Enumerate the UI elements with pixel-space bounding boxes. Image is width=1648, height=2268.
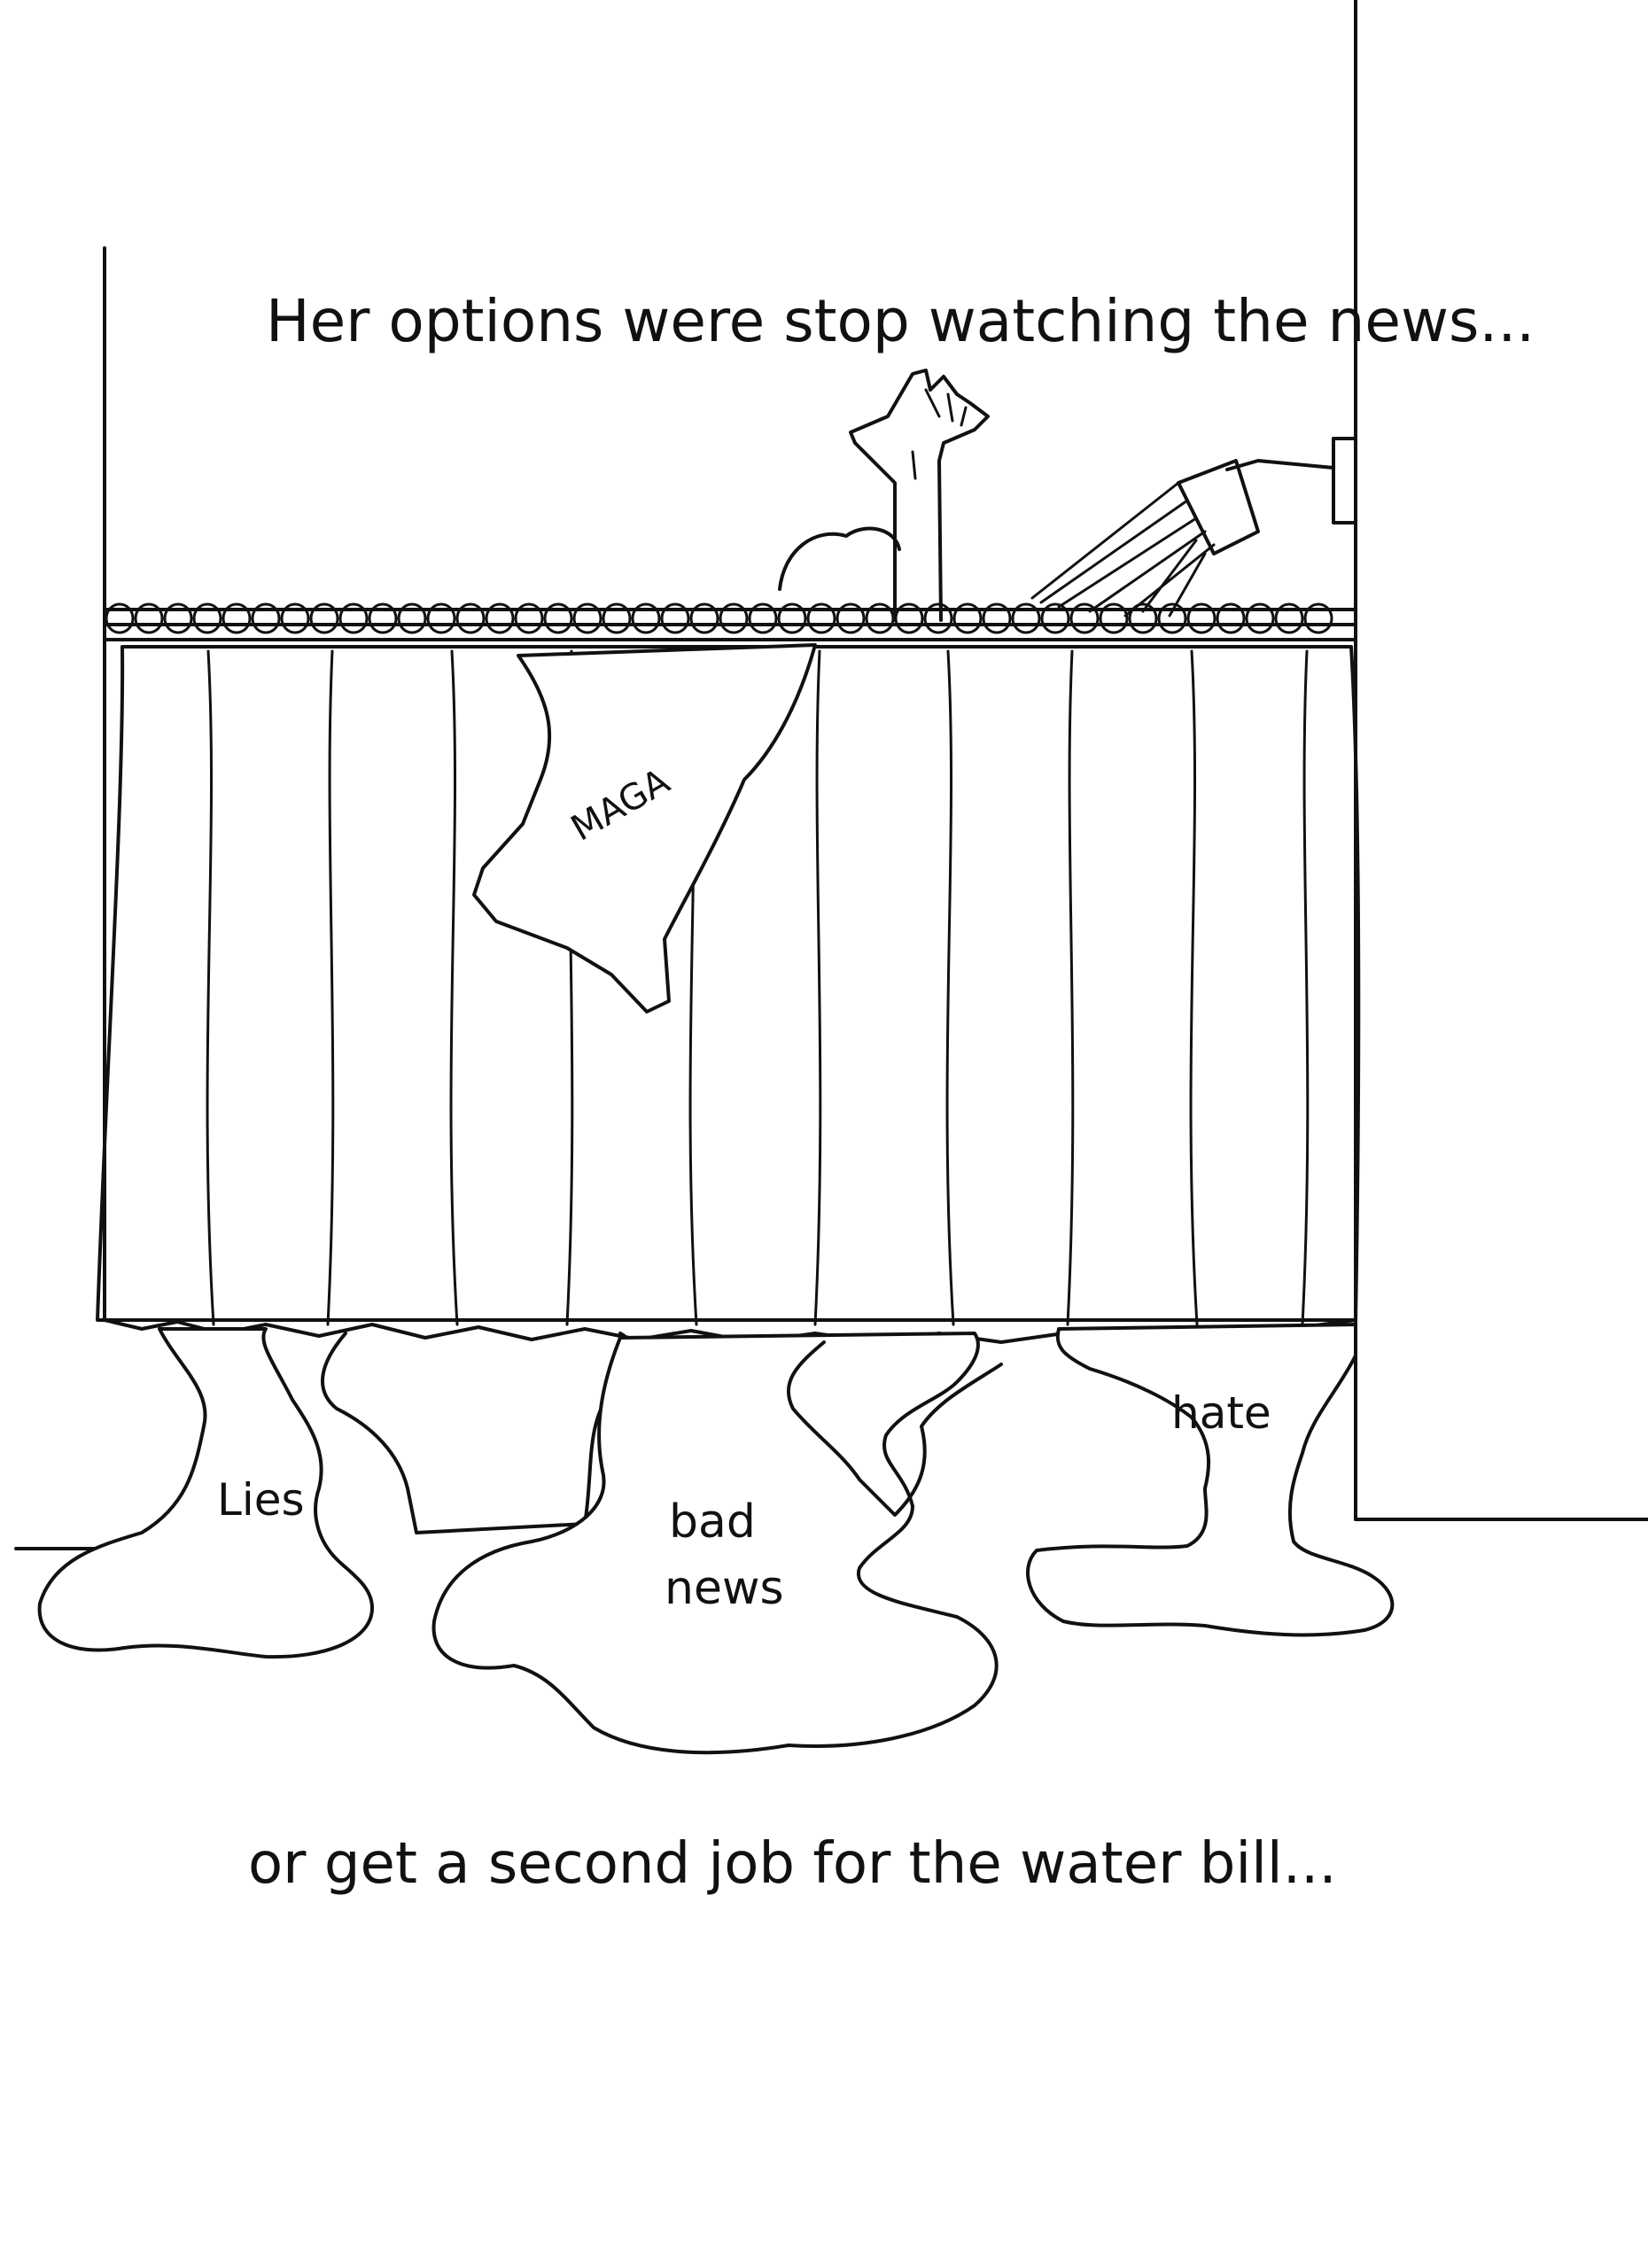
curtain-ring [1011, 602, 1041, 634]
label-lies: Lies [217, 1474, 305, 1526]
label-hate: hate [1171, 1387, 1271, 1439]
curtain-rod [103, 608, 1357, 641]
curtain-ring [1157, 602, 1187, 634]
curtain-ring [163, 602, 193, 634]
curtain-ring [1303, 602, 1333, 634]
curtain-stripe [813, 649, 822, 1326]
curtain-ring [514, 602, 544, 634]
curtain-ring [105, 602, 135, 634]
curtain-ring [631, 602, 661, 634]
curtain-ring [602, 602, 632, 634]
label-bad-news-line2: news [665, 1562, 784, 1615]
curtain-ring [222, 602, 252, 634]
curtain-stripe [945, 649, 955, 1326]
curtain-ring [485, 602, 515, 634]
water-stream-right [787, 1340, 1003, 1517]
curtain-ring [543, 602, 573, 634]
curtain-ring [1245, 602, 1275, 634]
curtain-ring [1186, 602, 1217, 634]
shower-head [1030, 437, 1357, 617]
curtain-ring [251, 602, 281, 634]
water-stream-middle [321, 1332, 634, 1534]
curtain-stripe [1066, 649, 1075, 1326]
curtain-ring [894, 602, 924, 634]
curtain-ring [280, 602, 310, 634]
puddle-hate [1026, 1323, 1395, 1637]
curtain-ring [572, 602, 602, 634]
curtain-ring [1069, 602, 1100, 634]
curtain-stripe [326, 649, 335, 1326]
curtain-ring [865, 602, 895, 634]
maga-towel [472, 643, 817, 1014]
curtain-stripe [1301, 649, 1310, 1326]
curtain-ring [748, 602, 778, 634]
curtain-ring [952, 602, 983, 634]
curtain-ring [134, 602, 164, 634]
curtain-ring [455, 602, 486, 634]
puddle-bad-news [431, 1332, 999, 1755]
label-bad-news-line1: bad [669, 1495, 756, 1549]
curtain-ring [689, 602, 719, 634]
curtain-ring [836, 602, 866, 634]
curtain-ring [1274, 602, 1304, 634]
curtain-stripe [206, 649, 215, 1326]
curtain-ring [1128, 602, 1158, 634]
puddle-lies [37, 1327, 374, 1659]
curtain-ring [923, 602, 953, 634]
curtain-ring [309, 602, 339, 634]
curtain-ring [982, 602, 1012, 634]
curtain-ring [660, 602, 690, 634]
curtain-rings [105, 602, 1333, 634]
curtain-ring [426, 602, 456, 634]
curtain-ring [1099, 602, 1129, 634]
curtain-ring [719, 602, 749, 634]
curtain-ring [1040, 602, 1070, 634]
curtain-ring [1216, 602, 1246, 634]
curtain-ring [777, 602, 807, 634]
curtain-stripe [1189, 649, 1199, 1326]
raised-hand [778, 369, 990, 622]
curtain-ring [338, 602, 369, 634]
bottom-caption: or get a second job for the water bill..… [248, 1831, 1337, 1897]
curtain-ring [192, 602, 222, 634]
curtain-ring [397, 602, 427, 634]
curtain-ring [368, 602, 398, 634]
top-caption: Her options were stop watching the news.… [266, 287, 1535, 355]
curtain-stripe [449, 649, 459, 1326]
curtain-ring [806, 602, 836, 634]
